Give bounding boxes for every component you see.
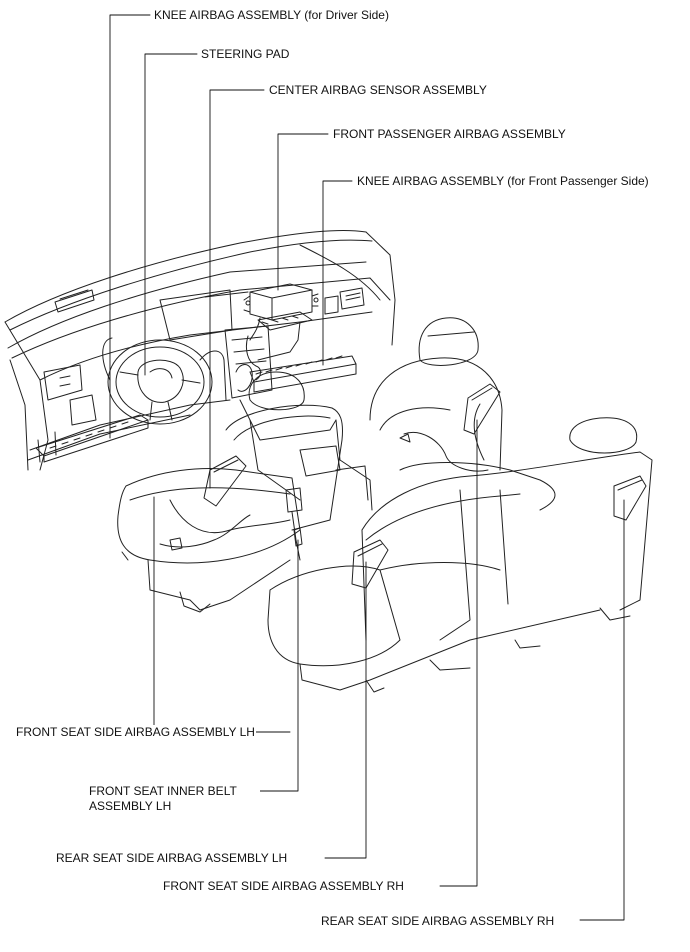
front-driver-seat-drawing <box>117 371 343 613</box>
dashboard-drawing <box>4 229 396 471</box>
label-front-seat-side-airbag-lh: FRONT SEAT SIDE AIRBAG ASSEMBLY LH <box>15 725 256 740</box>
label-front-seat-side-airbag-rh: FRONT SEAT SIDE AIRBAG ASSEMBLY RH <box>162 879 405 894</box>
center-console-drawing <box>224 325 373 511</box>
steering-wheel-drawing <box>102 337 227 425</box>
knee-airbag-passenger-drawing <box>249 355 357 393</box>
knee-airbag-driver-drawing <box>35 414 149 463</box>
rear-seat-drawing <box>267 417 653 693</box>
label-steering-pad: STEERING PAD <box>200 47 291 62</box>
label-front-seat-inner-belt-line1: FRONT SEAT INNER BELT <box>89 784 237 798</box>
front-passenger-airbag-drawing <box>243 283 319 331</box>
label-front-seat-inner-belt-lh: FRONT SEAT INNER BELT ASSEMBLY LH <box>88 784 260 814</box>
label-knee-airbag-passenger: KNEE AIRBAG ASSEMBLY (for Front Passenge… <box>356 174 650 189</box>
label-center-airbag-sensor: CENTER AIRBAG SENSOR ASSEMBLY <box>268 83 488 98</box>
label-rear-seat-side-airbag-rh: REAR SEAT SIDE AIRBAG ASSEMBLY RH <box>320 914 556 929</box>
label-knee-airbag-driver: KNEE AIRBAG ASSEMBLY (for Driver Side) <box>153 8 390 23</box>
label-rear-seat-side-airbag-lh: REAR SEAT SIDE AIRBAG ASSEMBLY LH <box>55 851 289 866</box>
label-front-passenger-airbag: FRONT PASSENGER AIRBAG ASSEMBLY <box>332 127 567 142</box>
front-passenger-seat-drawing <box>369 317 556 511</box>
label-front-seat-inner-belt-line2: ASSEMBLY LH <box>89 799 172 813</box>
